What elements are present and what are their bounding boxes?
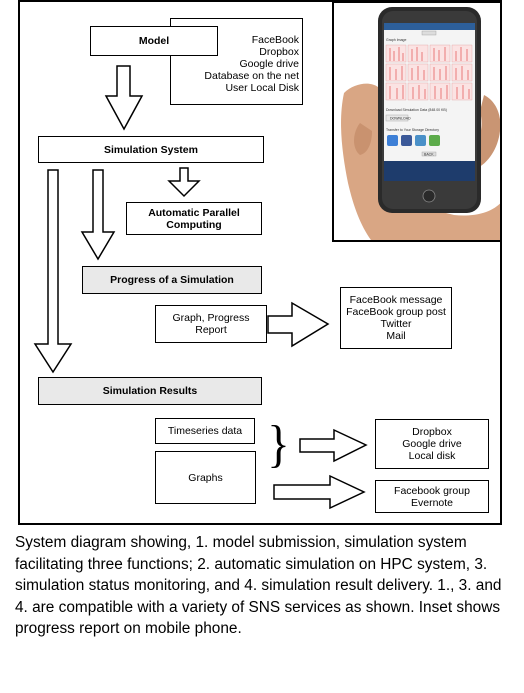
parallel-computing-box: Automatic Parallel Computing [126,202,262,235]
phone-label: Download Simulation Data (848.00 KB) [386,108,447,112]
bracket: } [267,416,290,473]
dropbox-icon [387,135,398,146]
graphs-box: Graphs [155,451,256,504]
service-item: Evernote [410,496,454,509]
timeseries-box: Timeseries data [155,418,255,444]
storage-services-box: Dropbox Google drive Local disk [375,419,489,469]
service-item: Twitter [380,318,412,330]
model-services: FaceBook Dropbox Google drive Database o… [175,34,299,94]
evernote-icon [429,135,440,146]
service-item: Google drive [402,438,462,450]
services-box-model [170,18,303,105]
service-item: FaceBook message [349,294,443,306]
progress-box: Progress of a Simulation [82,266,262,294]
simulation-system-box: Simulation System [38,136,264,163]
home-button-icon [422,189,436,203]
phone-label: BACK [424,152,434,156]
service-item: FaceBook group post [346,306,446,318]
social-services-box: Facebook group Evernote [375,480,489,513]
service-item: FaceBook [251,34,299,46]
graph-thumbnails [385,44,473,101]
service-item: Database on the net [204,70,299,82]
phone-label: Graph Image [386,38,406,42]
progress-services-box: FaceBook message FaceBook group post Twi… [340,287,452,349]
service-item: Mail [386,330,406,342]
phone-label: DOWNLOAD [390,117,411,121]
graph-progress-box: Graph, Progress Report [155,305,267,343]
service-item: Facebook group [394,484,470,497]
model-box: Model [90,26,218,56]
service-item: Dropbox [412,426,452,438]
figure-caption: System diagram showing, 1. model submiss… [15,534,502,637]
facebook-icon [401,135,412,146]
phone-inset: Graph Image Download Simulation Data (84… [332,1,502,242]
phone-label: Transfer to Your Storage Directory [386,128,439,132]
service-item: Local disk [408,450,456,462]
results-box: Simulation Results [38,377,262,405]
phone-photo: Graph Image Download Simulation Data (84… [334,3,500,240]
finger-shape [354,123,372,155]
service-item: Google drive [239,58,299,70]
diagram-frame [18,0,502,525]
drive-icon [415,135,426,146]
service-item: Dropbox [259,46,299,58]
service-item: User Local Disk [225,82,299,94]
